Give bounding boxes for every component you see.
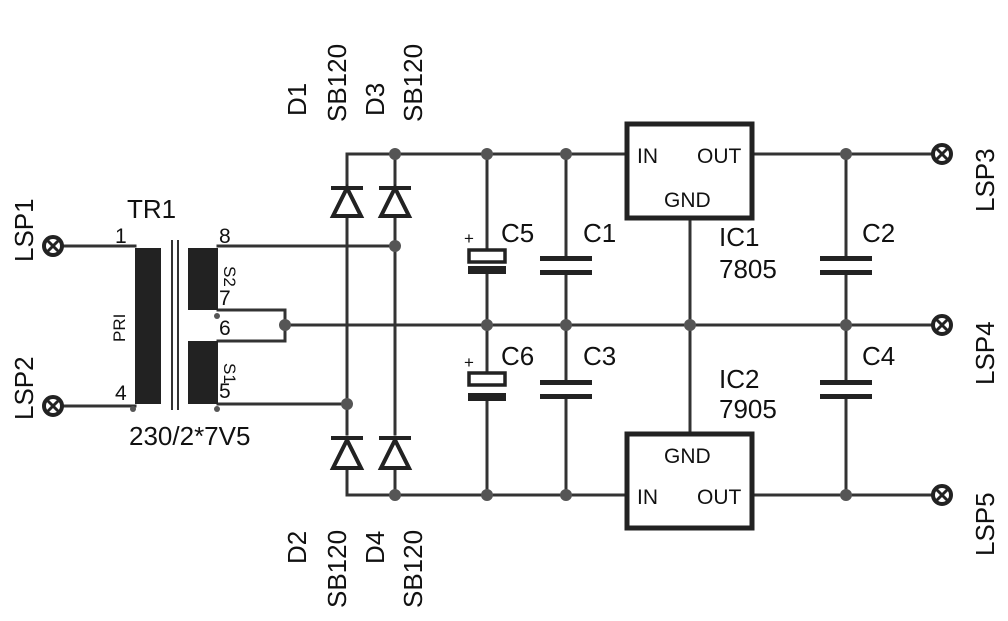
junction-dot [389,148,401,160]
primary-phase-dot [130,406,136,412]
lsp1-label: LSP1 [9,198,39,262]
ic1-out-pin: OUT [697,145,742,168]
d4-part: SB120 [398,530,428,608]
junction-dot [840,319,852,331]
junction-dot [560,319,572,331]
secondary-winding-s1 [188,341,218,404]
regulator-ic2: GND IN OUT IC2 7905 [624,364,777,531]
junction-dot [840,148,852,160]
s1-phase-dot [214,406,220,412]
capacitor-c3: C3 [540,341,616,399]
regulator-ic1: IN OUT GND IC1 7805 [624,121,777,284]
junction-dot [481,489,493,501]
capacitor-c5: + C5 [464,218,534,274]
pin-5: 5 [219,380,231,403]
c5-polarity: + [464,229,474,248]
diode-d4: D4 SB120 [360,435,428,608]
primary-label: PRI [110,314,129,342]
junction-dot [684,319,696,331]
wires [58,152,932,497]
junction-dot [481,319,493,331]
lsp5-label: LSP5 [970,492,1000,556]
connector-lsp3: LSP3 [931,143,1000,212]
s2-label: S2 [220,266,239,287]
connector-lsp5: LSP5 [931,484,1000,556]
pin-8: 8 [219,225,231,248]
d2-part: SB120 [322,530,352,608]
diode-d2: D2 SB120 [282,435,365,608]
ic2-gnd-pin: GND [664,445,711,468]
connector-lsp4: LSP4 [931,314,1000,385]
d1-part: SB120 [322,44,352,122]
secondary-winding-s2 [188,248,218,310]
lsp3-label: LSP3 [970,148,1000,212]
ic2-ref: IC2 [719,364,759,394]
c6-ref: C6 [501,341,534,371]
connector-lsp2: LSP2 [9,356,64,420]
junction-dot [389,489,401,501]
s2-phase-dot [214,313,220,319]
transformer-tr1: TR1 1 4 8 7 6 5 PRI S2 S1 230/2*7V5 [110,194,250,451]
ic1-in-pin: IN [637,145,658,168]
pin-6: 6 [219,317,231,340]
d3-ref: D3 [360,83,390,116]
capacitor-c1: C1 [540,218,616,275]
d1-ref: D1 [282,83,312,116]
primary-winding [135,248,161,404]
lsp2-label: LSP2 [9,356,39,420]
d2-ref: D2 [282,531,312,564]
ic1-part: 7805 [719,254,777,284]
junction-dot [389,240,401,252]
lsp4-label: LSP4 [970,321,1000,385]
junction-dot [341,398,353,410]
pin-7: 7 [219,287,231,310]
capacitor-c6: + C6 [464,341,534,401]
ic2-part: 7905 [719,394,777,424]
ic2-out-pin: OUT [697,486,742,509]
c1-ref: C1 [583,218,616,248]
c2-ref: C2 [862,218,895,248]
ic1-ref: IC1 [719,222,759,252]
diode-d3: D3 SB120 [360,44,428,218]
c5-ref: C5 [501,218,534,248]
junction-dot [279,319,291,331]
c6-polarity: + [464,353,474,372]
connectors: LSP1 LSP2 LSP3 LSP4 LSP5 [9,143,1000,556]
tr1-ref: TR1 [127,194,176,224]
tr1-rating: 230/2*7V5 [129,421,250,451]
connector-lsp1: LSP1 [9,198,64,262]
junction-dot [560,148,572,160]
capacitor-c4: C4 [820,341,895,399]
pin-4: 4 [115,382,127,405]
ic1-gnd-pin: GND [664,189,711,212]
d3-part: SB120 [398,44,428,122]
junction-dot [840,489,852,501]
junction-dot [481,148,493,160]
c4-ref: C4 [862,341,895,371]
d4-ref: D4 [360,531,390,564]
capacitor-c2: C2 [820,218,895,275]
junctions [279,148,852,501]
c3-ref: C3 [583,341,616,371]
ic2-in-pin: IN [637,486,658,509]
junction-dot [560,489,572,501]
pin-1: 1 [115,225,127,248]
s1-label: S1 [220,363,239,384]
diode-d1: D1 SB120 [282,44,365,218]
